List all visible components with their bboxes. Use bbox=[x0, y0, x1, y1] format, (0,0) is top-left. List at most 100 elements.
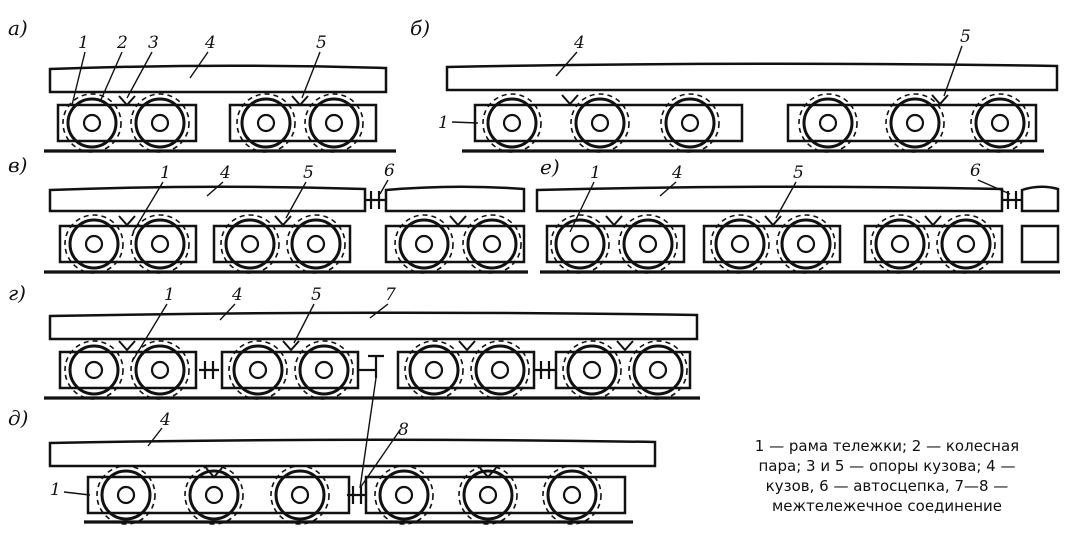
leader-line bbox=[369, 303, 389, 319]
leader-line bbox=[659, 181, 677, 197]
leader-line bbox=[555, 51, 578, 77]
panel-label-d: д) bbox=[8, 406, 28, 430]
leader-line bbox=[147, 427, 163, 447]
legend: 1 — рама тележки; 2 — колесная пара; 3 и… bbox=[712, 436, 1062, 516]
label-body-e: 4 bbox=[671, 163, 683, 183]
wheelset-2 bbox=[269, 464, 331, 526]
leader-line bbox=[206, 181, 224, 197]
label-support5-v: 5 bbox=[303, 163, 314, 183]
label-body-d: 4 bbox=[159, 410, 171, 430]
body-support-5 bbox=[561, 94, 579, 106]
label-body-b: 4 bbox=[573, 33, 585, 53]
bogie-frame-1 bbox=[58, 350, 198, 390]
leader-line bbox=[943, 45, 963, 97]
bogie-frame-1 bbox=[863, 224, 1004, 264]
label-coupler-e: 6 bbox=[970, 161, 981, 181]
bogie-frame-1 bbox=[228, 103, 378, 143]
wheelset-2 bbox=[617, 213, 679, 275]
body-4 bbox=[535, 185, 1004, 213]
body-support-5 bbox=[118, 95, 136, 107]
label-frame-g: 1 bbox=[164, 285, 175, 305]
wheelset-2 bbox=[293, 339, 355, 401]
wheelset-2 bbox=[541, 464, 603, 526]
wheelset-2 bbox=[63, 213, 125, 275]
body-support-5 bbox=[616, 340, 634, 352]
wheelset-2 bbox=[235, 92, 297, 154]
wheelset-2 bbox=[63, 339, 125, 401]
label-frame-v: 1 bbox=[160, 163, 171, 183]
label-wheelset-a: 2 bbox=[116, 33, 128, 53]
bogie-frame-1 bbox=[786, 103, 1038, 143]
label-frame-e: 1 bbox=[590, 163, 601, 183]
leader-line bbox=[359, 377, 377, 489]
panel-label-b: б) bbox=[410, 16, 430, 40]
wheelset-2 bbox=[469, 339, 531, 401]
body-4 bbox=[384, 185, 526, 213]
label-support5-g: 5 bbox=[311, 285, 322, 305]
label-body-v: 4 bbox=[219, 163, 231, 183]
bogie-frame-1 bbox=[212, 224, 352, 264]
leader-line bbox=[451, 121, 479, 124]
body-4 bbox=[445, 62, 1059, 92]
wheelset-2 bbox=[129, 92, 191, 154]
wheelset-2 bbox=[95, 464, 157, 526]
leader-line bbox=[132, 181, 164, 233]
body-4 bbox=[48, 311, 699, 341]
bogie-frame-1 bbox=[702, 224, 842, 264]
interbogie-link-7 bbox=[358, 354, 384, 378]
body-4 bbox=[48, 64, 388, 94]
wheelset-2 bbox=[709, 213, 771, 275]
leader-line bbox=[977, 179, 1011, 195]
body-support-5 bbox=[924, 215, 942, 227]
legend-line-2: пара; 3 и 5 — опоры кузова; 4 — bbox=[758, 457, 1016, 475]
bogie-frame-1 bbox=[56, 103, 198, 143]
body-support-5 bbox=[118, 340, 136, 352]
wheelset-2 bbox=[457, 464, 519, 526]
leader-line bbox=[219, 303, 236, 321]
body-support-5 bbox=[205, 467, 223, 479]
legend-line-1: 1 — рама тележки; 2 — колесная bbox=[754, 437, 1020, 455]
wheelset-2 bbox=[303, 92, 365, 154]
label-interbogie-7-g: 7 bbox=[385, 285, 396, 305]
label-frame-b: 1 bbox=[438, 113, 449, 133]
wheelset-2 bbox=[969, 92, 1031, 154]
leader-line bbox=[293, 303, 315, 344]
body-support-5 bbox=[449, 215, 467, 227]
panel-label-g: г) bbox=[8, 281, 26, 305]
body-support-5 bbox=[291, 95, 309, 107]
wheelset-2 bbox=[129, 213, 191, 275]
label-coupler-v: 6 bbox=[384, 161, 395, 181]
label-support5-b: 5 bbox=[960, 27, 971, 47]
leader-line bbox=[285, 181, 307, 219]
bogie-frame-1 bbox=[86, 475, 351, 515]
wheelset-2 bbox=[61, 92, 123, 154]
wheelset-2 bbox=[561, 339, 623, 401]
bogie-frame-next-unit bbox=[1020, 224, 1060, 264]
bogie-frame-1 bbox=[554, 350, 692, 390]
body-support-5 bbox=[118, 215, 136, 227]
bogie-frame-1 bbox=[220, 350, 360, 390]
panel-label-a: а) bbox=[8, 16, 28, 40]
wheelset-2 bbox=[403, 339, 465, 401]
wheelset-2 bbox=[659, 92, 721, 154]
wheelset-2 bbox=[627, 339, 689, 401]
leader-line bbox=[189, 51, 209, 79]
leader-line bbox=[126, 51, 153, 99]
wheelset-2 bbox=[797, 92, 859, 154]
wheelset-2 bbox=[549, 213, 611, 275]
leader-line bbox=[359, 429, 401, 489]
panel-label-v: в) bbox=[8, 153, 27, 177]
leader-line bbox=[99, 51, 123, 103]
wheelset-2 bbox=[227, 339, 289, 401]
body-next-unit bbox=[1020, 185, 1060, 213]
leader-line bbox=[775, 181, 797, 219]
bogie-frame-1 bbox=[545, 224, 686, 264]
label-support5-e: 5 bbox=[793, 163, 804, 183]
leader-line bbox=[379, 179, 389, 195]
legend-line-4: межтележечное соединение bbox=[771, 497, 1003, 515]
wheelset-2 bbox=[481, 92, 543, 154]
label-support5-a: 5 bbox=[316, 33, 327, 53]
body-4 bbox=[48, 185, 367, 213]
